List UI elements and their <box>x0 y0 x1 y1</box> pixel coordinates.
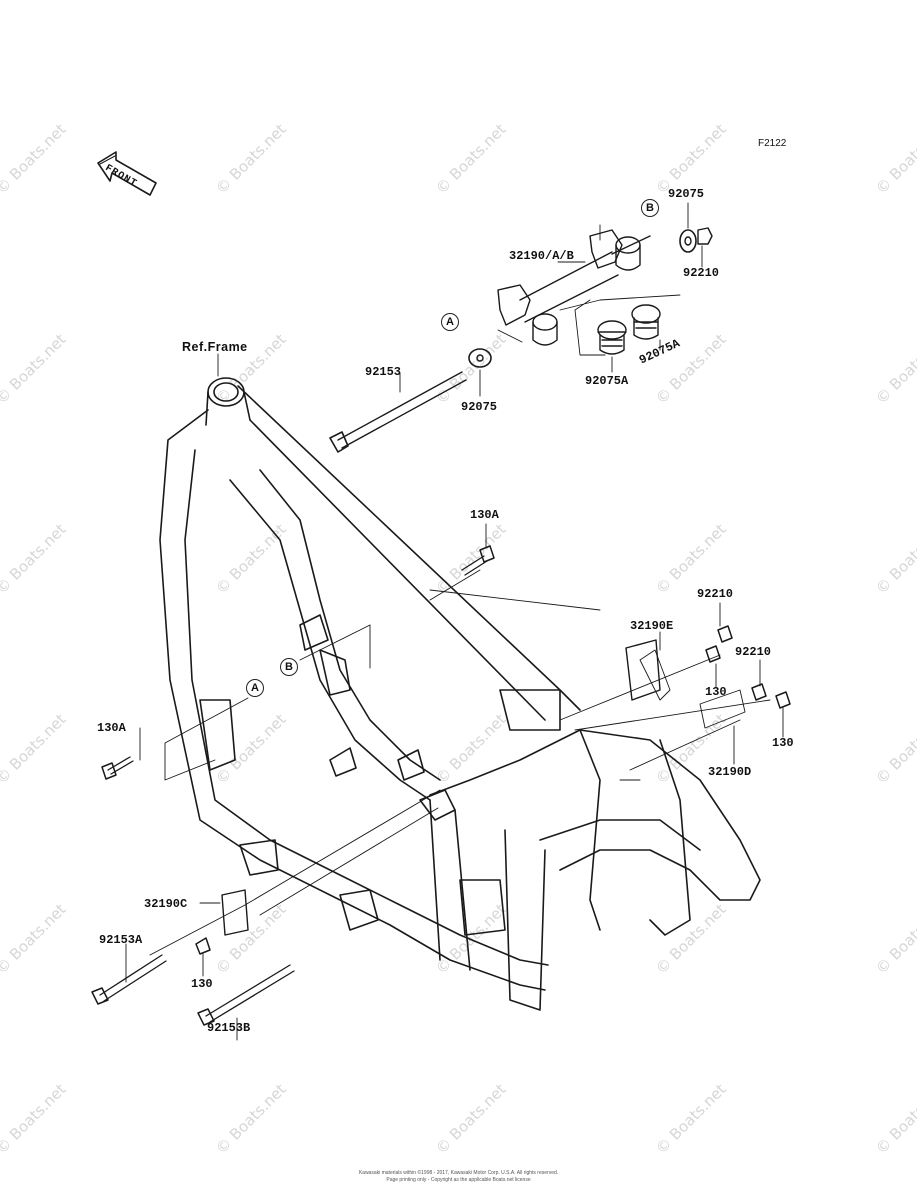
part-92075a-mid: 92075A <box>585 374 629 388</box>
part-32190e: 32190E <box>630 619 674 633</box>
copyright-line1: Kawasaki materials within ©1998 - 2017, … <box>358 1170 559 1176</box>
copyright-line2: Page printing only - Copyright as the ap… <box>386 1177 531 1183</box>
motorcycle-frame <box>159 377 761 1011</box>
part-92210-right1: 92210 <box>697 587 734 601</box>
front-arrow-icon <box>97 151 157 196</box>
part-92210-right2: 92210 <box>735 645 772 659</box>
assembly-leader-lines <box>149 569 771 956</box>
part-130-bottom: 130 <box>191 977 213 991</box>
engine-bracket-assembly <box>468 227 713 368</box>
part-130-right2: 130 <box>772 736 794 750</box>
part-92153: 92153 <box>365 365 402 379</box>
ref-frame-label: Ref.Frame <box>182 340 248 354</box>
part-92075-mid: 92075 <box>461 400 498 414</box>
part-92075-top: 92075 <box>668 187 705 201</box>
callout-b-upper: B <box>641 199 659 217</box>
part-130a-top: 130A <box>470 508 499 522</box>
callout-b-lower: B <box>280 658 298 676</box>
part-92153a: 92153A <box>99 933 143 947</box>
part-92210-top: 92210 <box>683 266 720 280</box>
part-130a-left: 130A <box>97 721 126 735</box>
label-leaders <box>125 202 784 1041</box>
figure-id: F2122 <box>758 138 787 149</box>
callout-a-lower: A <box>246 679 264 697</box>
bolt-92153 <box>329 371 467 453</box>
part-32190c: 32190C <box>144 897 188 911</box>
lower-bolts <box>91 545 791 1026</box>
part-130-right1: 130 <box>705 685 727 699</box>
part-92153b: 92153B <box>207 1021 251 1035</box>
part-32190ab: 32190/A/B <box>509 249 574 263</box>
part-32190d: 32190D <box>708 765 752 779</box>
callout-a-upper: A <box>441 313 459 331</box>
